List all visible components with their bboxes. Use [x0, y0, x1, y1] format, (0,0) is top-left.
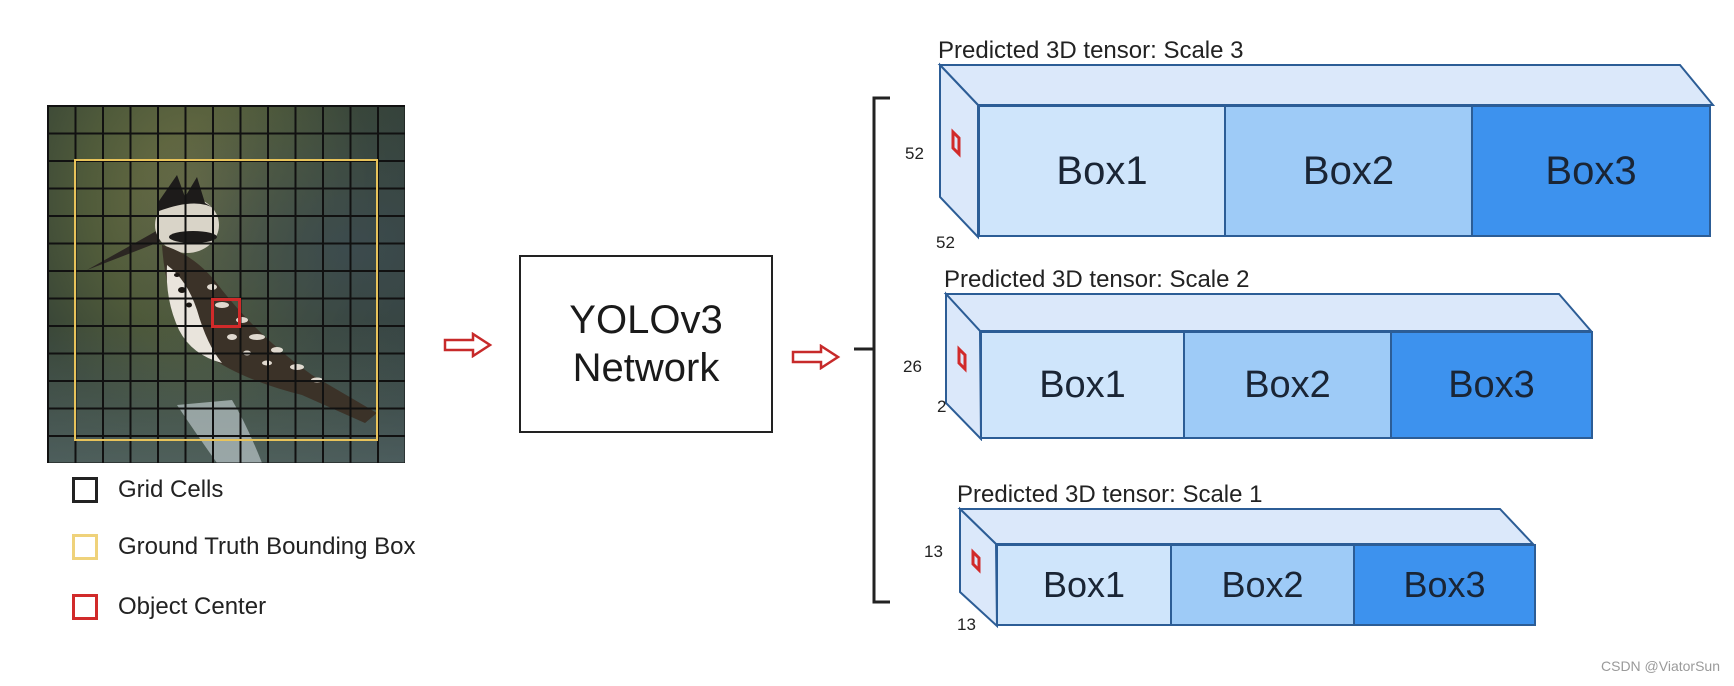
box2-cell: Box2	[1185, 333, 1392, 437]
bird-image	[47, 105, 405, 463]
legend-label: Object Center	[118, 593, 267, 620]
watermark: CSDN @ViatorSun	[1601, 658, 1720, 674]
tensor-title: Predicted 3D tensor: Scale 1	[957, 481, 1263, 508]
tensor-shape	[957, 506, 1536, 629]
tensor-front: Box1 Box2 Box3	[980, 331, 1593, 439]
tensor-front: Box1 Box2 Box3	[996, 544, 1536, 626]
network-title-line2: Network	[572, 346, 720, 390]
legend-label: Grid Cells	[118, 476, 224, 503]
scale-bracket	[854, 96, 890, 604]
ground-truth-bounding-box	[74, 159, 378, 441]
grid-cells-swatch	[72, 477, 98, 503]
legend: Grid Cells Ground Truth Bounding Box Obj…	[72, 474, 416, 623]
dim-side-label: 26	[903, 357, 922, 376]
object-center-swatch	[72, 594, 98, 620]
right-arrow-icon	[443, 332, 493, 358]
box2-cell: Box2	[1226, 107, 1473, 235]
ground-truth-swatch	[72, 534, 98, 560]
dim-bottom-label: 52	[936, 233, 955, 252]
box3-cell: Box3	[1392, 333, 1591, 437]
legend-item-object-center: Object Center	[72, 591, 416, 623]
tensor-title: Predicted 3D tensor: Scale 2	[944, 266, 1250, 293]
box1-cell: Box1	[980, 107, 1226, 235]
box3-cell: Box3	[1473, 107, 1709, 235]
right-arrow-icon	[791, 344, 841, 370]
legend-label: Ground Truth Bounding Box	[118, 533, 416, 560]
box1-cell: Box1	[998, 546, 1172, 624]
dim-bottom-label: 2	[937, 397, 947, 416]
legend-item-ground-truth: Ground Truth Bounding Box	[72, 531, 416, 563]
box3-cell: Box3	[1355, 546, 1534, 624]
dim-bottom-label: 13	[957, 615, 976, 634]
object-center-box	[211, 298, 241, 328]
legend-item-grid-cells: Grid Cells	[72, 474, 416, 506]
network-title-line1: YOLOv3	[569, 298, 723, 342]
dim-side-label: 13	[924, 542, 943, 561]
tensor-title: Predicted 3D tensor: Scale 3	[938, 37, 1244, 64]
grid-cells	[47, 105, 405, 463]
tensor-front: Box1 Box2 Box3	[978, 105, 1711, 237]
yolov3-network-box: YOLOv3 Network	[519, 255, 773, 433]
dim-side-label: 52	[905, 144, 924, 163]
box2-cell: Box2	[1172, 546, 1355, 624]
box1-cell: Box1	[982, 333, 1185, 437]
tensor-shape	[937, 62, 1715, 240]
